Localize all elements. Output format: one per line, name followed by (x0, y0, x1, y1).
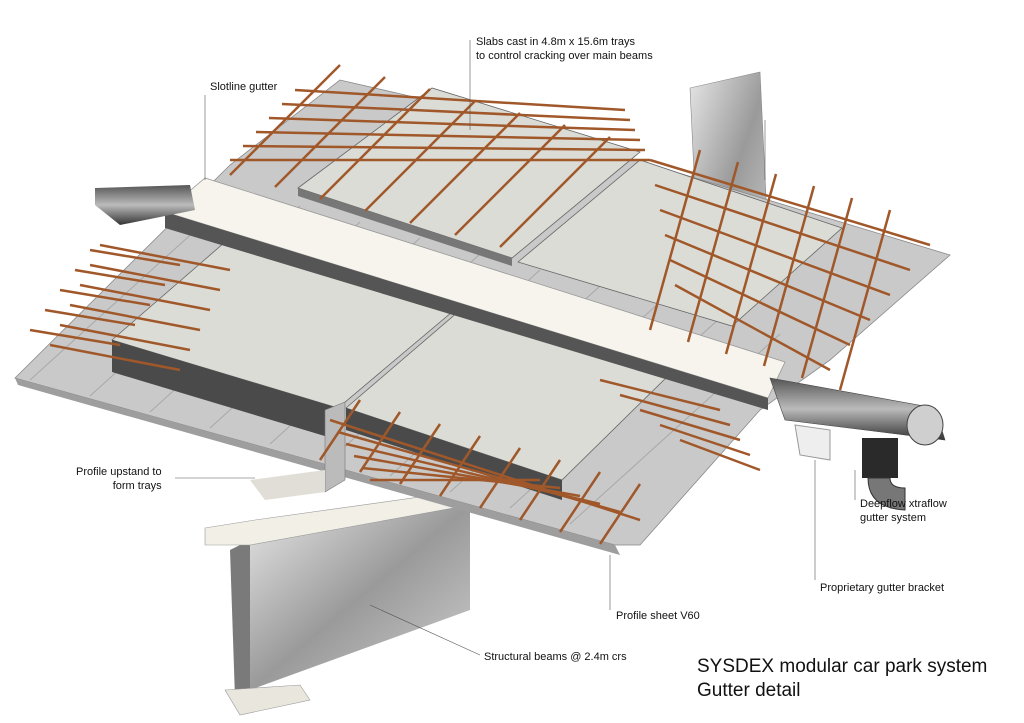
leader-lines (175, 40, 856, 656)
rebar-mesh (29, 64, 931, 545)
rebar (89, 248, 181, 267)
rebar (438, 435, 482, 497)
slotline-gutter (95, 177, 786, 410)
label-upstand-line1: Profile upstand to (76, 466, 162, 478)
label-upstand-line2: form trays (112, 480, 162, 492)
rebar (79, 283, 211, 312)
rebar (59, 288, 151, 307)
rebar (558, 471, 602, 533)
rebar (319, 88, 431, 200)
rebar (762, 185, 816, 367)
label-gutter-bracket: Proprietary gutter bracket (820, 582, 945, 594)
label-structural-beams: Structural beams @ 2.4m crs (484, 651, 627, 663)
label-deepflow-line2: gutter system (860, 512, 927, 524)
label-slabs-line1: Slabs cast in 4.8m x 15.6m trays (476, 36, 635, 48)
rebar (229, 64, 341, 176)
rebar (619, 393, 731, 427)
rebar (59, 323, 191, 352)
drawing-title: SYSDEX modular car park system Gutter de… (697, 655, 987, 703)
rebar (361, 466, 561, 490)
slab-top-right (517, 159, 843, 327)
rebar (398, 423, 442, 485)
rebar (364, 100, 476, 212)
label-profile-upstand: Profile upstand to form trays (76, 465, 162, 493)
rebar (99, 243, 231, 272)
label-slabs: Slabs cast in 4.8m x 15.6m trays to cont… (476, 35, 653, 63)
deepflow-gutter (769, 377, 946, 511)
rebar (358, 411, 402, 473)
rebar (664, 233, 871, 322)
title-line2: Gutter detail (697, 680, 801, 701)
label-deepflow: Deepflow xtraflow gutter system (860, 497, 947, 525)
rebar (639, 408, 741, 442)
label-slabs-line2: to control cracking over main beams (476, 50, 653, 62)
rebar (409, 112, 521, 224)
rebar (598, 483, 642, 545)
rebar (724, 173, 778, 355)
rebar (353, 454, 581, 498)
title-line1: SYSDEX modular car park system (697, 656, 988, 677)
rebar (69, 303, 201, 332)
rebar (599, 378, 721, 412)
rebar (74, 268, 166, 287)
structural-beam (204, 489, 471, 716)
rebar (294, 88, 626, 112)
rebar (499, 136, 611, 248)
rebar (518, 459, 562, 521)
rebar (89, 263, 221, 292)
rebar (800, 197, 854, 379)
rebar (281, 102, 631, 122)
rebar (274, 76, 386, 188)
rebar (345, 442, 601, 506)
rebar (478, 447, 522, 509)
rebar (242, 144, 646, 152)
label-slotline-gutter: Slotline gutter (210, 81, 278, 93)
rebar (454, 124, 566, 236)
rebar (659, 423, 751, 457)
rebar (838, 209, 892, 391)
rebar (255, 130, 641, 142)
rebar (679, 438, 761, 472)
rebar (49, 343, 181, 372)
rebar (686, 161, 740, 343)
rebar (669, 258, 851, 347)
rebar (648, 149, 702, 331)
label-deepflow-line1: Deepflow xtraflow (860, 498, 947, 510)
label-profile-sheet: Profile sheet V60 (616, 610, 700, 622)
rebar (29, 328, 121, 347)
rebar (654, 183, 911, 272)
rebar (44, 308, 136, 327)
rebar (659, 208, 891, 297)
rebar (318, 399, 362, 461)
